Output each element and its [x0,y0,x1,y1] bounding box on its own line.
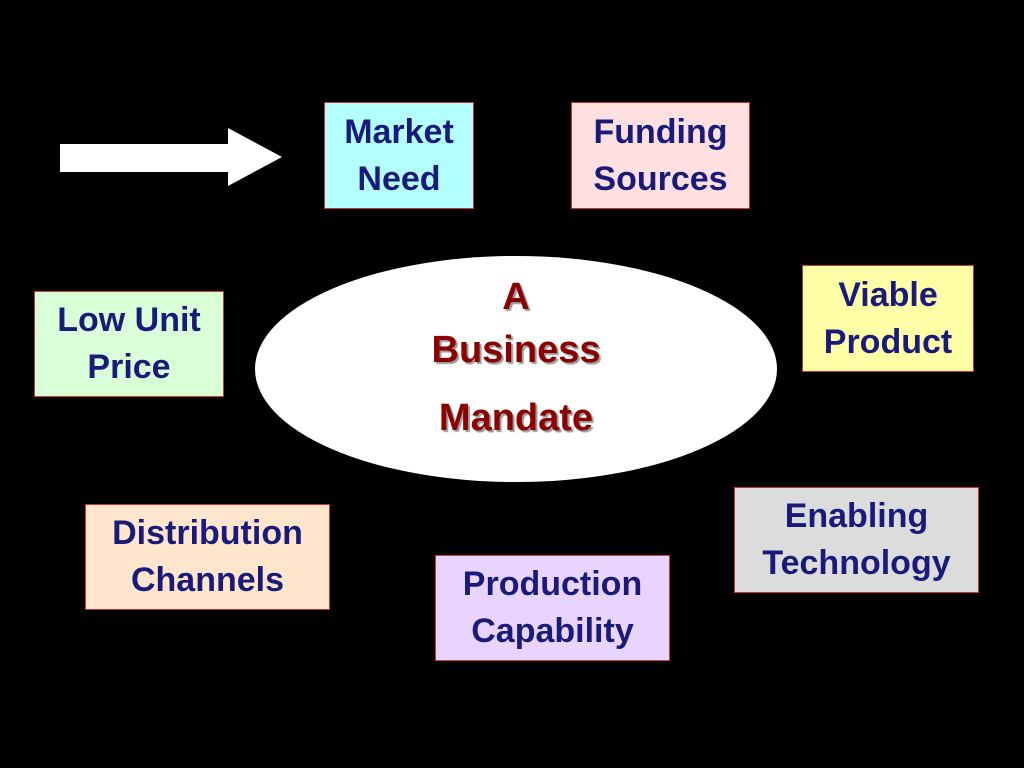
market-need-line2: Need [357,159,441,198]
enabling-technology-line2: Technology [762,544,951,582]
center-ellipse [255,256,777,482]
production-capability-line1: Production [462,565,643,603]
distribution-channels-box: Distribution Channels [85,504,330,610]
low-unit-price-line2: Price [87,348,171,386]
production-capability-box: Production Capability [435,555,670,661]
production-capability-line2: Capability [471,612,634,650]
right-arrow-icon [60,128,282,186]
viable-product-line1: Viable [838,275,938,314]
funding-sources-box: Funding Sources [571,102,750,209]
viable-product-box: Viable Product [802,265,974,372]
low-unit-price-box: Low Unit Price [34,291,224,397]
funding-sources-line2: Sources [593,159,728,198]
center-line-business: Business [431,329,601,371]
low-unit-price-line1: Low Unit [57,301,201,339]
market-need-box: Market Need [324,102,474,209]
center-line-a: A [502,276,530,318]
distribution-channels-line1: Distribution [112,514,303,552]
funding-sources-line1: Funding [593,112,728,151]
viable-product-line2: Product [823,322,953,361]
enabling-technology-line1: Enabling [784,497,929,535]
center-line-mandate: Mandate [438,397,594,439]
market-need-line1: Market [344,112,454,151]
distribution-channels-line2: Channels [130,561,285,599]
enabling-technology-box: Enabling Technology [734,487,979,593]
